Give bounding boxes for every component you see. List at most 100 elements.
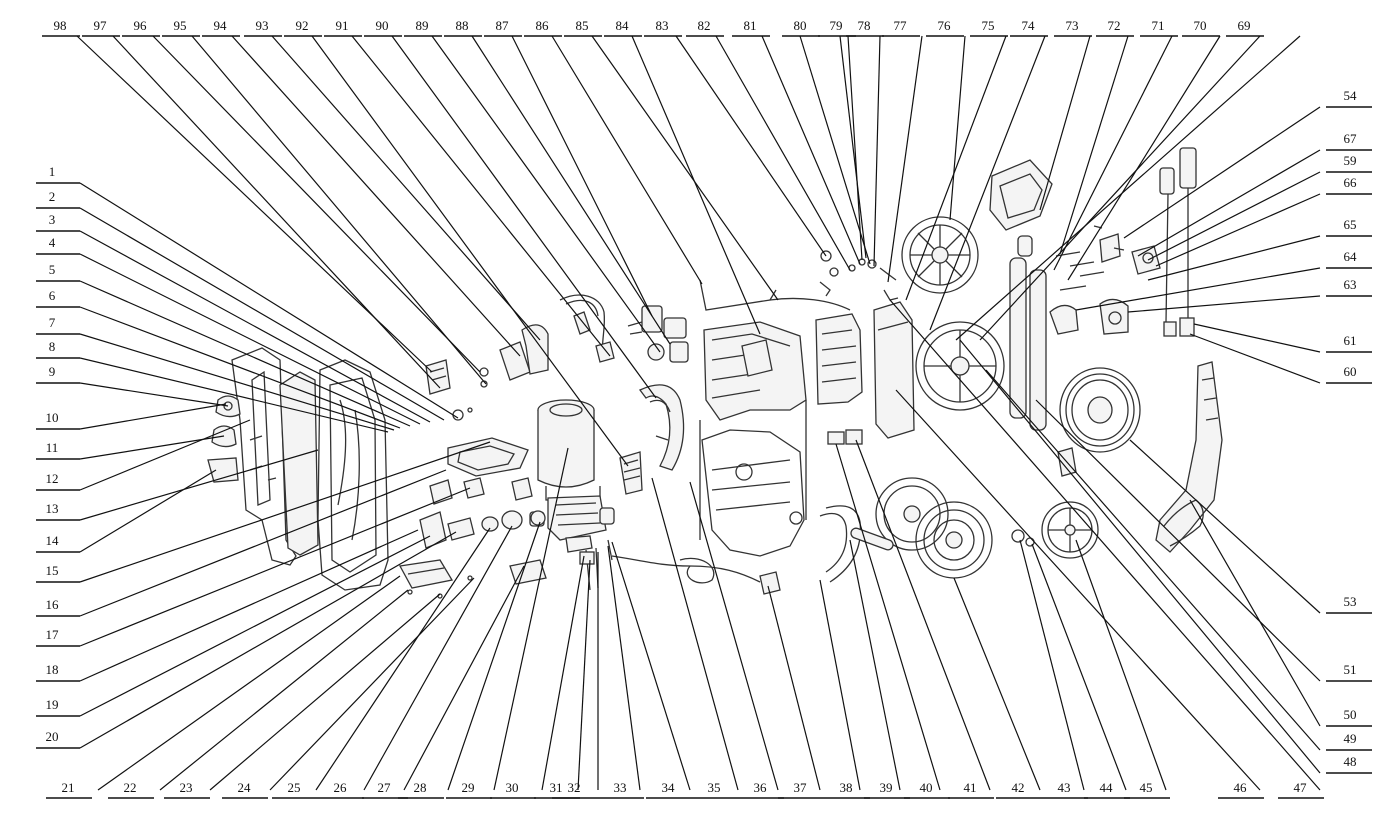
- part-number-13: 13: [46, 501, 59, 516]
- part-number-78: 78: [858, 18, 871, 33]
- part-number-51: 51: [1344, 662, 1357, 677]
- part-number-16: 16: [46, 597, 60, 612]
- spray-gun: [1155, 361, 1223, 553]
- part-number-46: 46: [1234, 780, 1248, 795]
- part-number-27: 27: [378, 780, 392, 795]
- part-number-32: 32: [568, 780, 581, 795]
- hose-reel-drum: [901, 216, 979, 294]
- part-number-54: 54: [1344, 88, 1358, 103]
- part-number-50: 50: [1344, 707, 1357, 722]
- part-number-63: 63: [1344, 277, 1357, 292]
- part-number-43: 43: [1058, 780, 1071, 795]
- part-number-64: 64: [1344, 249, 1358, 264]
- part-number-39: 39: [880, 780, 893, 795]
- part-number-75: 75: [982, 18, 995, 33]
- part-number-72: 72: [1108, 18, 1121, 33]
- part-number-18: 18: [46, 662, 59, 677]
- part-number-48: 48: [1344, 754, 1357, 769]
- filter: [619, 451, 643, 495]
- pump-fittings: [398, 477, 547, 599]
- part-number-94: 94: [214, 18, 228, 33]
- part-number-80: 80: [794, 18, 807, 33]
- part-number-84: 84: [616, 18, 630, 33]
- part-number-61: 61: [1344, 333, 1357, 348]
- part-number-90: 90: [376, 18, 389, 33]
- leader-lines: [76, 35, 1321, 791]
- part-number-10: 10: [46, 410, 59, 425]
- part-number-74: 74: [1022, 18, 1036, 33]
- part-number-35: 35: [708, 780, 721, 795]
- part-number-6: 6: [49, 288, 56, 303]
- part-number-3: 3: [49, 212, 56, 227]
- part-number-8: 8: [49, 339, 56, 354]
- part-number-60: 60: [1344, 364, 1357, 379]
- part-number-82: 82: [698, 18, 711, 33]
- part-number-73: 73: [1066, 18, 1079, 33]
- part-number-77: 77: [894, 18, 908, 33]
- part-number-87: 87: [496, 18, 510, 33]
- handle-tubes: [1009, 235, 1105, 431]
- main-frame: [699, 321, 807, 557]
- clamp-parts: [1049, 225, 1161, 335]
- hose-coil: [1057, 367, 1141, 477]
- part-number-97: 97: [94, 18, 108, 33]
- part-drawings: [207, 147, 1223, 599]
- wheels: [875, 477, 1099, 579]
- part-number-89: 89: [416, 18, 429, 33]
- valve-assembly: [627, 305, 689, 363]
- part-number-71: 71: [1152, 18, 1165, 33]
- part-number-44: 44: [1100, 780, 1114, 795]
- part-number-12: 12: [46, 471, 59, 486]
- part-number-25: 25: [288, 780, 301, 795]
- part-number-66: 66: [1344, 175, 1358, 190]
- motor-base: [447, 437, 529, 477]
- part-number-96: 96: [134, 18, 148, 33]
- handle-bracket: [989, 159, 1053, 231]
- part-number-30: 30: [506, 780, 519, 795]
- part-number-41: 41: [964, 780, 977, 795]
- unloader-parts: [579, 539, 781, 595]
- part-number-47: 47: [1294, 780, 1308, 795]
- part-number-93: 93: [256, 18, 269, 33]
- part-number-31: 31: [550, 780, 563, 795]
- electrical-panel: [815, 313, 863, 445]
- part-number-17: 17: [46, 627, 60, 642]
- knob-parts: [207, 395, 241, 483]
- part-number-5: 5: [49, 262, 56, 277]
- part-number-98: 98: [54, 18, 67, 33]
- part-number-49: 49: [1344, 731, 1357, 746]
- part-number-1: 1: [49, 164, 56, 179]
- part-number-11: 11: [46, 440, 59, 455]
- motor: [529, 399, 615, 553]
- part-number-86: 86: [536, 18, 550, 33]
- axle-parts: [819, 505, 894, 583]
- part-number-88: 88: [456, 18, 469, 33]
- part-number-95: 95: [174, 18, 187, 33]
- part-number-23: 23: [180, 780, 193, 795]
- part-number-34: 34: [662, 780, 676, 795]
- part-number-21: 21: [62, 780, 75, 795]
- hose-guide: [699, 279, 851, 311]
- part-number-45: 45: [1140, 780, 1153, 795]
- part-number-24: 24: [238, 780, 252, 795]
- switch-parts: [425, 324, 549, 421]
- part-number-7: 7: [49, 315, 56, 330]
- part-number-76: 76: [938, 18, 952, 33]
- part-number-83: 83: [656, 18, 669, 33]
- part-number-42: 42: [1012, 780, 1025, 795]
- part-number-26: 26: [334, 780, 348, 795]
- part-number-4: 4: [49, 235, 56, 250]
- part-number-92: 92: [296, 18, 309, 33]
- curved-cover: [638, 384, 685, 471]
- part-number-40: 40: [920, 780, 933, 795]
- inlet-hose: [559, 294, 615, 363]
- spray-lance: [1159, 147, 1197, 337]
- part-number-36: 36: [754, 780, 768, 795]
- part-number-19: 19: [46, 697, 59, 712]
- part-number-67: 67: [1344, 131, 1358, 146]
- part-number-22: 22: [124, 780, 137, 795]
- part-number-53: 53: [1344, 594, 1357, 609]
- part-number-33: 33: [614, 780, 627, 795]
- part-number-14: 14: [46, 533, 60, 548]
